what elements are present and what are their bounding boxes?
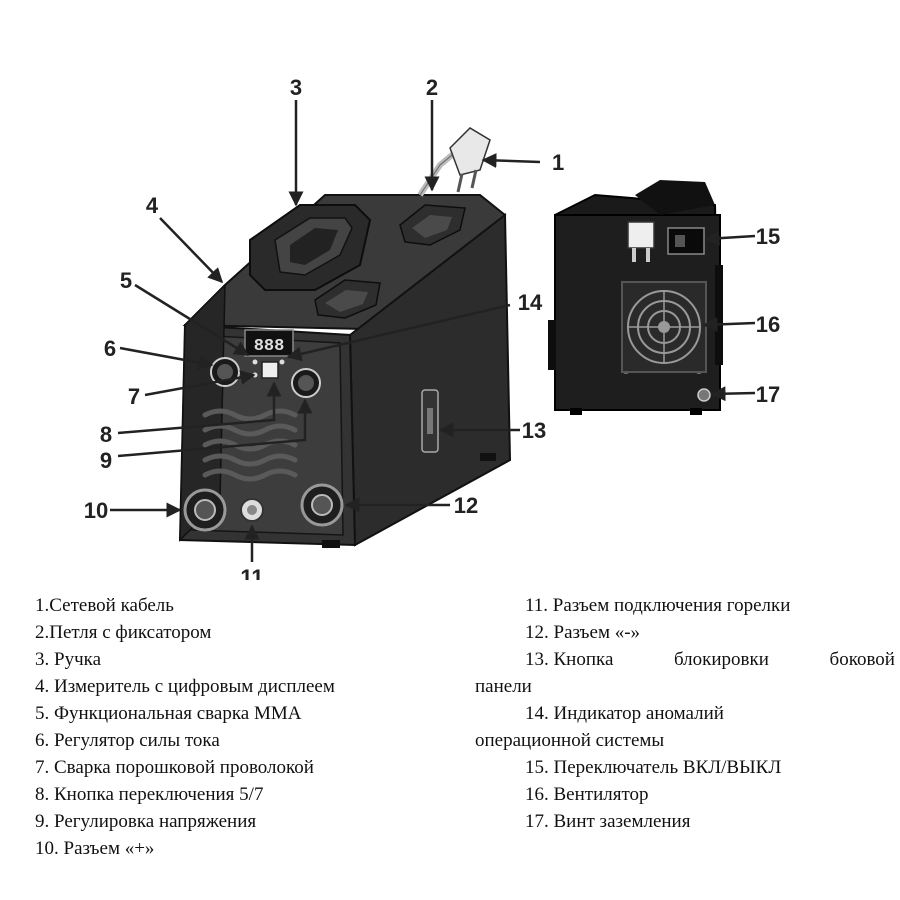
- legend-text: блокировки: [673, 649, 769, 670]
- callout-4: 4: [146, 193, 159, 218]
- side-panel-lock-button[interactable]: [421, 389, 439, 453]
- rear-plug: [627, 221, 655, 262]
- foot: [322, 540, 340, 548]
- legend-text: боковой: [829, 649, 895, 670]
- legend-item: 17. Винт заземления: [525, 811, 691, 832]
- callout-8: 8: [100, 422, 112, 447]
- callout-numbers: 1 2 3 4 5 6 7 8 9 10 11 12 13 14 15 16 1…: [84, 75, 780, 580]
- fan: [621, 281, 707, 373]
- legend-item: 4. Измеритель с цифровым дисплеем: [35, 676, 335, 697]
- anomaly-indicator: [279, 359, 285, 365]
- foot: [480, 453, 496, 461]
- callout-2: 2: [426, 75, 438, 100]
- callout-10: 10: [84, 498, 108, 523]
- torch-connector[interactable]: [240, 498, 264, 522]
- callout-17: 17: [756, 382, 780, 407]
- callout-1: 1: [552, 150, 564, 175]
- legend-item: 2.Петля с фиксатором: [35, 622, 212, 643]
- legend-item: 1.Сетевой кабель: [35, 595, 174, 616]
- legend-item: 8. Кнопка переключения 5/7: [35, 784, 264, 805]
- legend-item: 5. Функциональная сварка MMA: [35, 703, 302, 724]
- legend-left: 1.Сетевой кабель 2.Петля с фиксатором 3.…: [35, 592, 335, 862]
- callout-9: 9: [100, 448, 112, 473]
- ground-screw[interactable]: [697, 388, 711, 402]
- legend-item: 7. Сварка порошковой проволокой: [35, 757, 314, 778]
- callout-5: 5: [120, 268, 132, 293]
- power-cable: [417, 147, 460, 197]
- legend-item: 16. Вентилятор: [525, 784, 649, 805]
- callout-11: 11: [240, 565, 263, 580]
- callout-16: 16: [756, 312, 780, 337]
- leader-lines: [110, 100, 756, 562]
- callout-15: 15: [756, 224, 780, 249]
- legend-item: 14. Индикатор аномалий: [525, 703, 724, 724]
- callout-7: 7: [128, 384, 140, 409]
- positive-connector[interactable]: [183, 488, 227, 532]
- callout-6: 6: [104, 336, 116, 361]
- callout-3: 3: [290, 75, 302, 100]
- negative-connector[interactable]: [300, 483, 344, 527]
- legend-right: 11. Разъем подключения горелки 12. Разъе…: [475, 592, 900, 835]
- top-latch-back: [399, 204, 466, 246]
- callout-12: 12: [454, 493, 478, 518]
- top-latch-front: [314, 279, 381, 319]
- mode-switch-button[interactable]: [261, 361, 279, 379]
- plug: [449, 127, 491, 193]
- handle: [249, 204, 372, 291]
- legend-text: 13. Кнопка: [525, 649, 614, 670]
- display-digits: 888: [254, 337, 285, 356]
- welder-diagram: 888: [84, 75, 780, 580]
- legend-item: 11. Разъем подключения горелки: [525, 595, 791, 616]
- legend-item: 12. Разъем «-»: [525, 622, 641, 643]
- callout-13: 13: [522, 418, 546, 443]
- legend-text: панели: [475, 676, 532, 697]
- mma-indicator: [252, 359, 258, 365]
- legend-item: 3. Ручка: [35, 649, 101, 670]
- legend-item: 10. Разъем «+»: [35, 838, 155, 859]
- legend-item: 15. Переключатель ВКЛ/ВЫКЛ: [525, 757, 782, 778]
- legend-item: 9. Регулировка напряжения: [35, 811, 257, 832]
- legend-item: 6. Регулятор силы тока: [35, 730, 220, 751]
- legend-item-13: 13. Кнопка блокировки боковой: [475, 646, 895, 673]
- power-switch[interactable]: [667, 227, 705, 255]
- digital-display: 888: [244, 329, 294, 357]
- voltage-knob[interactable]: [291, 368, 321, 398]
- legend-text: операционной системы: [475, 730, 665, 751]
- callout-14: 14: [518, 290, 543, 315]
